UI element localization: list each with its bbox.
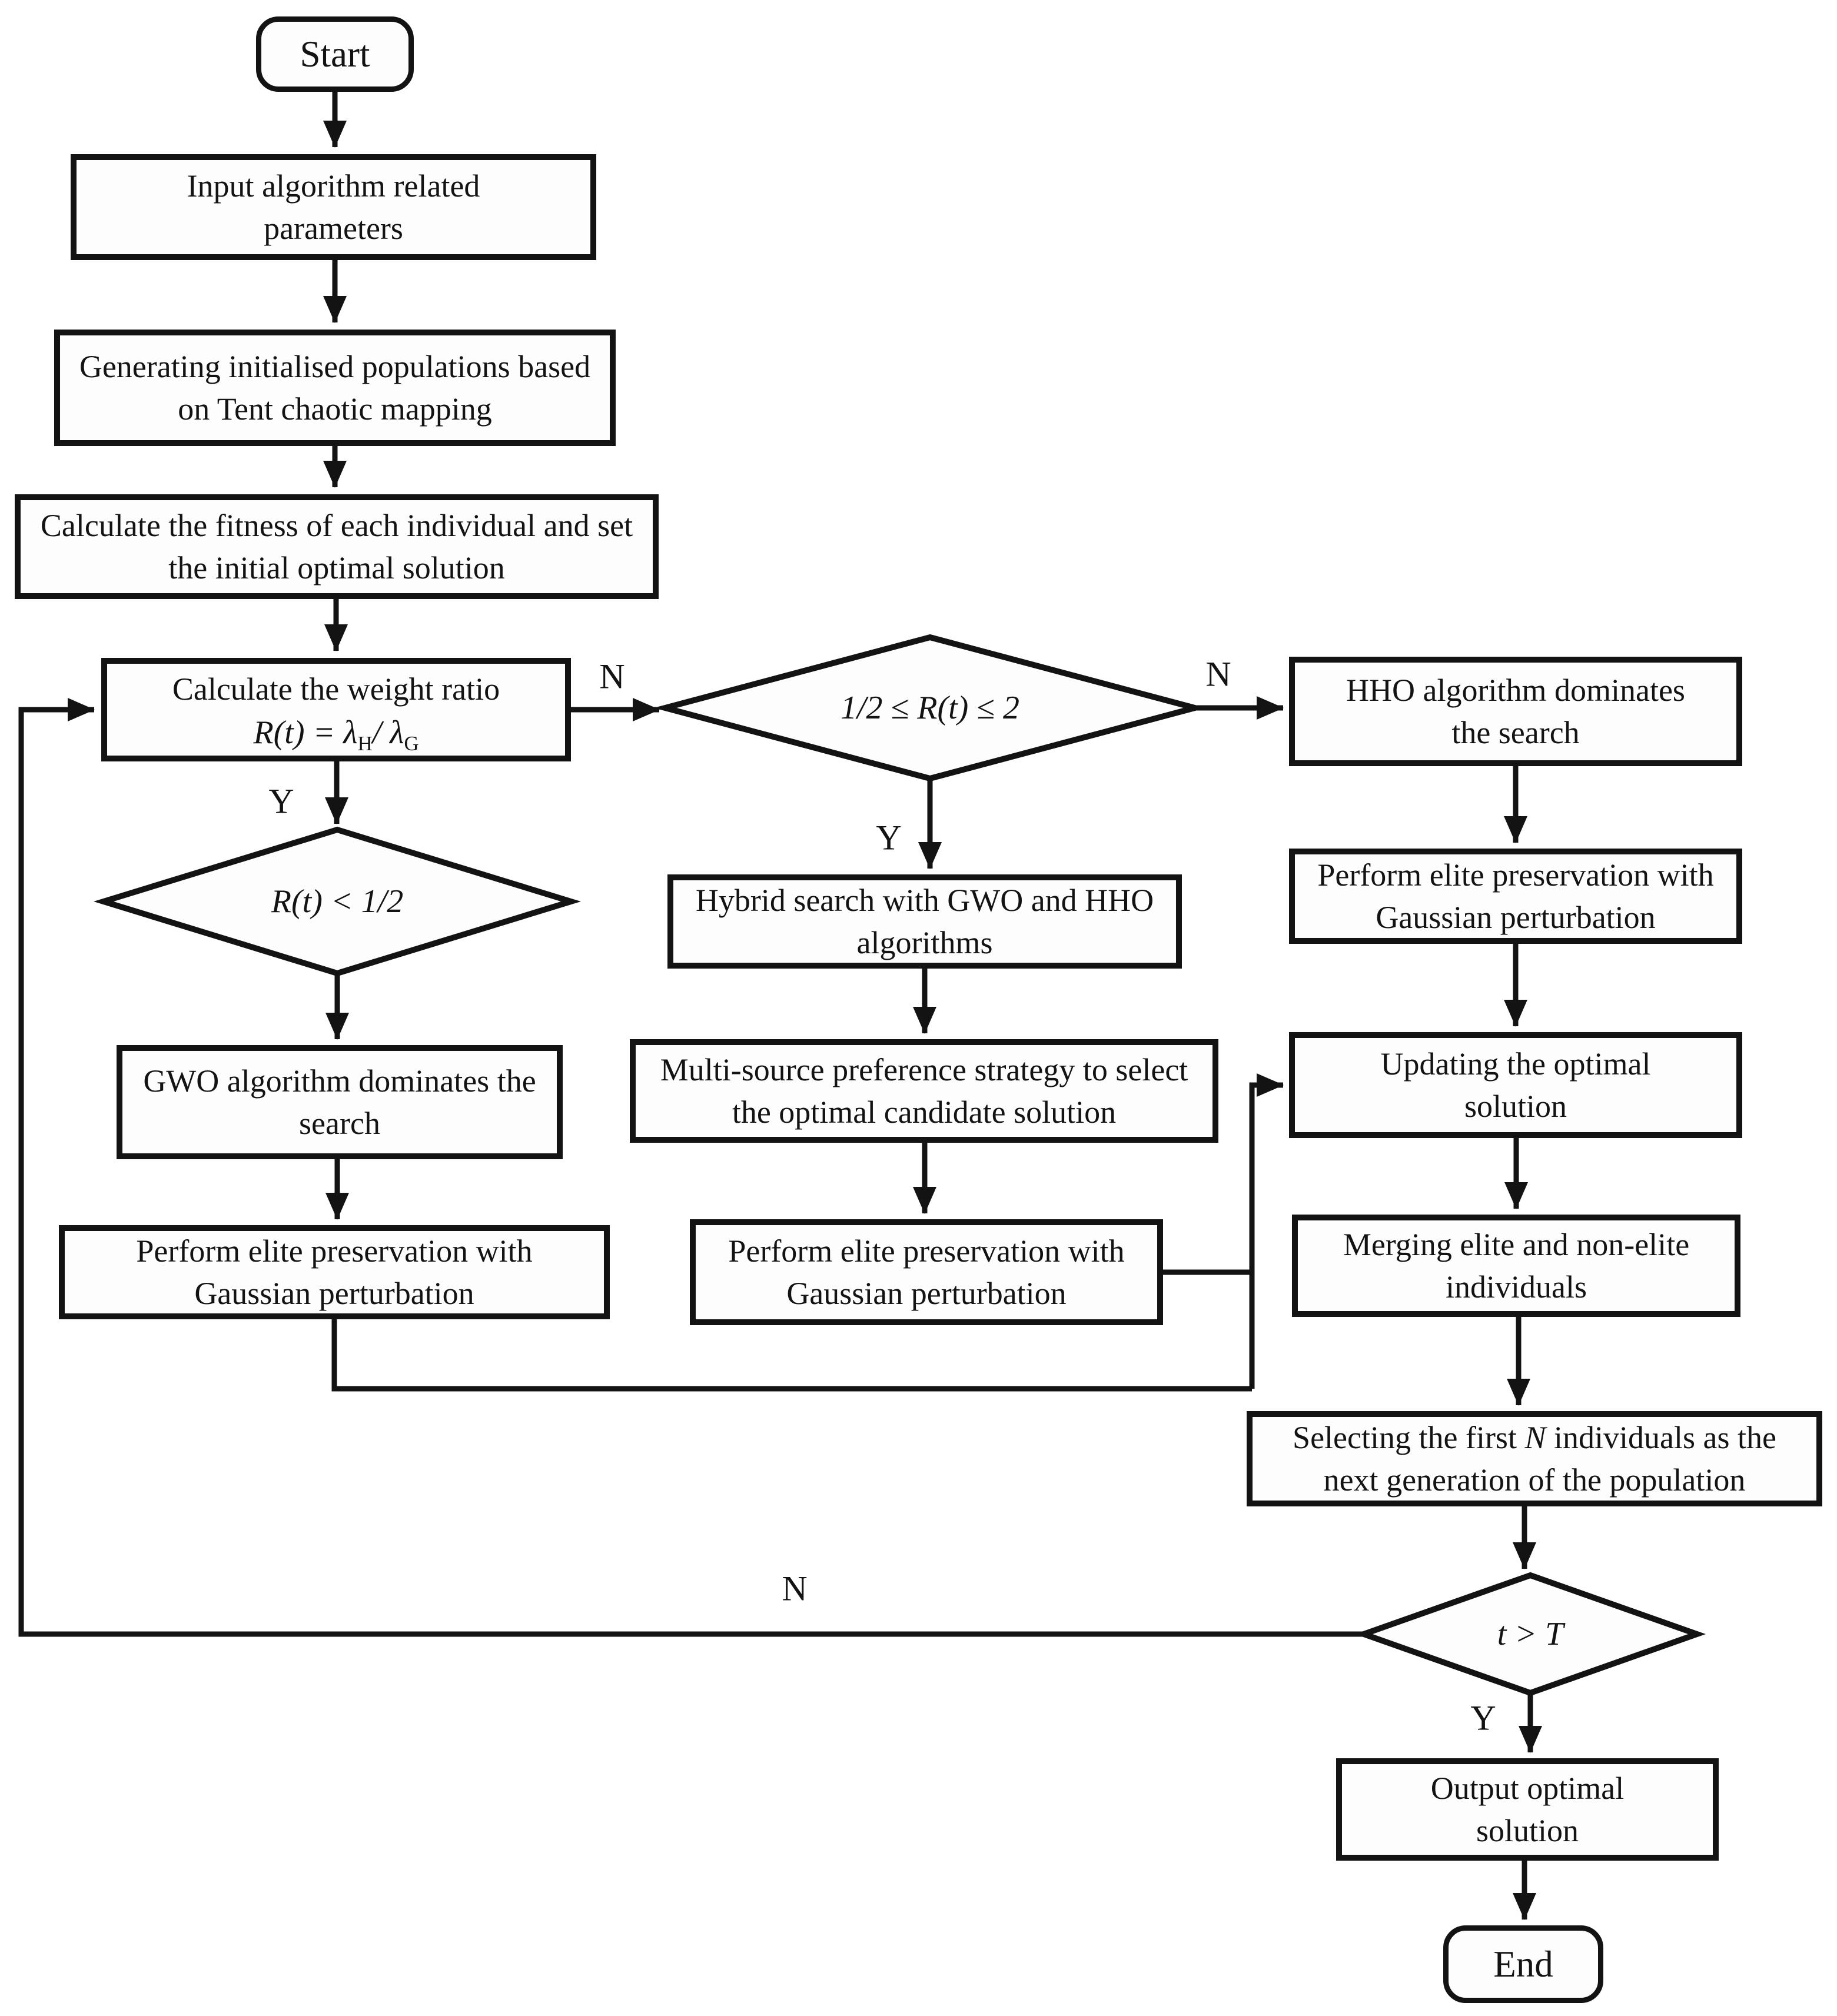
merging-individuals-label: Merging elite and non-elite individuals bbox=[1343, 1226, 1690, 1305]
end-terminator: End bbox=[1443, 1925, 1603, 2003]
weight-ratio-formula: R(t) = λH/ λG bbox=[253, 711, 418, 755]
process-generate-populations: Generating initialised populations based… bbox=[54, 330, 616, 446]
process-output-solution: Output optimal solution bbox=[1336, 1758, 1719, 1861]
edge-tdecision-return-loop bbox=[18, 698, 1364, 1637]
updating-optimal-label: Updating the optimal solution bbox=[1380, 1046, 1651, 1124]
branch-label-no-tdecision-return: N bbox=[782, 1569, 808, 1608]
formula-sub-h: H bbox=[357, 731, 373, 755]
process-input-parameters: Input algorithm related parameters bbox=[71, 154, 596, 260]
generate-populations-label: Generating initialised populations based… bbox=[79, 348, 591, 427]
decision-t-gt-T-label: t > T bbox=[1497, 1616, 1564, 1652]
process-gwo-dominates: GWO algorithm dominates the search bbox=[117, 1045, 563, 1159]
decision-half-le-rt-le-2-label: 1/2 ≤ R(t) ≤ 2 bbox=[840, 690, 1020, 726]
process-hybrid-search: Hybrid search with GWO and HHO algorithm… bbox=[667, 874, 1182, 969]
decision-rt-lt-half-label: R(t) < 1/2 bbox=[271, 883, 404, 920]
formula-mid: / λ bbox=[372, 714, 404, 751]
formula-pre: R(t) = λ bbox=[253, 714, 358, 751]
process-hho-dominates: HHO algorithm dominates the search bbox=[1289, 657, 1742, 766]
branch-label-no-middecision-to-hho: N bbox=[1205, 654, 1231, 694]
start-label: Start bbox=[300, 33, 370, 75]
process-elite-preservation-left: Perform elite preservation with Gaussian… bbox=[59, 1225, 610, 1319]
decision-diamond-half-le-rt-le-2 bbox=[653, 634, 1207, 782]
decision-diamond-rt-lt-half bbox=[93, 826, 582, 977]
process-elite-preservation-middle: Perform elite preservation with Gaussian… bbox=[690, 1219, 1163, 1325]
selecting-var-n: N bbox=[1524, 1419, 1546, 1455]
weight-ratio-label: Calculate the weight ratio bbox=[172, 671, 500, 707]
decision-diamond-t-gt-T bbox=[1354, 1572, 1706, 1696]
end-label: End bbox=[1493, 1943, 1553, 1985]
gwo-dominates-label: GWO algorithm dominates the search bbox=[143, 1063, 536, 1141]
process-calculate-fitness: Calculate the fitness of each individual… bbox=[15, 494, 659, 599]
start-terminator: Start bbox=[256, 16, 414, 92]
branch-label-yes-weight-to-leftdecision: Y bbox=[268, 781, 294, 821]
selecting-individuals-label: Selecting the first N individuals as the… bbox=[1253, 1413, 1816, 1505]
selecting-post: individuals as the next generation of th… bbox=[1323, 1419, 1776, 1498]
calculate-fitness-label: Calculate the fitness of each individual… bbox=[40, 507, 633, 585]
process-merging-individuals: Merging elite and non-elite individuals bbox=[1292, 1215, 1740, 1317]
input-parameters-label: Input algorithm related parameters bbox=[187, 168, 480, 246]
branch-label-yes-tdecision-to-output: Y bbox=[1470, 1698, 1496, 1738]
process-selecting-individuals: Selecting the first N individuals as the… bbox=[1247, 1411, 1822, 1506]
multisource-preference-label: Multi-source preference strategy to sele… bbox=[660, 1052, 1188, 1130]
edge-leftelite-riser bbox=[331, 1319, 1252, 1392]
hho-dominates-label: HHO algorithm dominates the search bbox=[1346, 672, 1685, 750]
branch-label-yes-middecision-to-hybrid: Y bbox=[876, 818, 902, 857]
branch-label-no-weight-to-middecision: N bbox=[599, 657, 625, 696]
elite-preservation-left-label: Perform elite preservation with Gaussian… bbox=[136, 1233, 533, 1311]
elite-preservation-right-label: Perform elite preservation with Gaussian… bbox=[1317, 857, 1714, 935]
edge-riser-updating bbox=[1249, 1073, 1284, 1389]
selecting-pre: Selecting the first bbox=[1293, 1419, 1525, 1455]
process-multisource-preference: Multi-source preference strategy to sele… bbox=[630, 1039, 1218, 1143]
process-elite-preservation-right: Perform elite preservation with Gaussian… bbox=[1289, 849, 1742, 944]
process-updating-optimal: Updating the optimal solution bbox=[1289, 1032, 1742, 1138]
elite-preservation-middle-label: Perform elite preservation with Gaussian… bbox=[728, 1233, 1125, 1311]
formula-sub-g: G bbox=[404, 731, 419, 755]
hybrid-search-label: Hybrid search with GWO and HHO algorithm… bbox=[695, 882, 1154, 960]
output-solution-label: Output optimal solution bbox=[1430, 1770, 1625, 1848]
process-weight-ratio: Calculate the weight ratio R(t) = λH/ λG bbox=[101, 658, 571, 761]
